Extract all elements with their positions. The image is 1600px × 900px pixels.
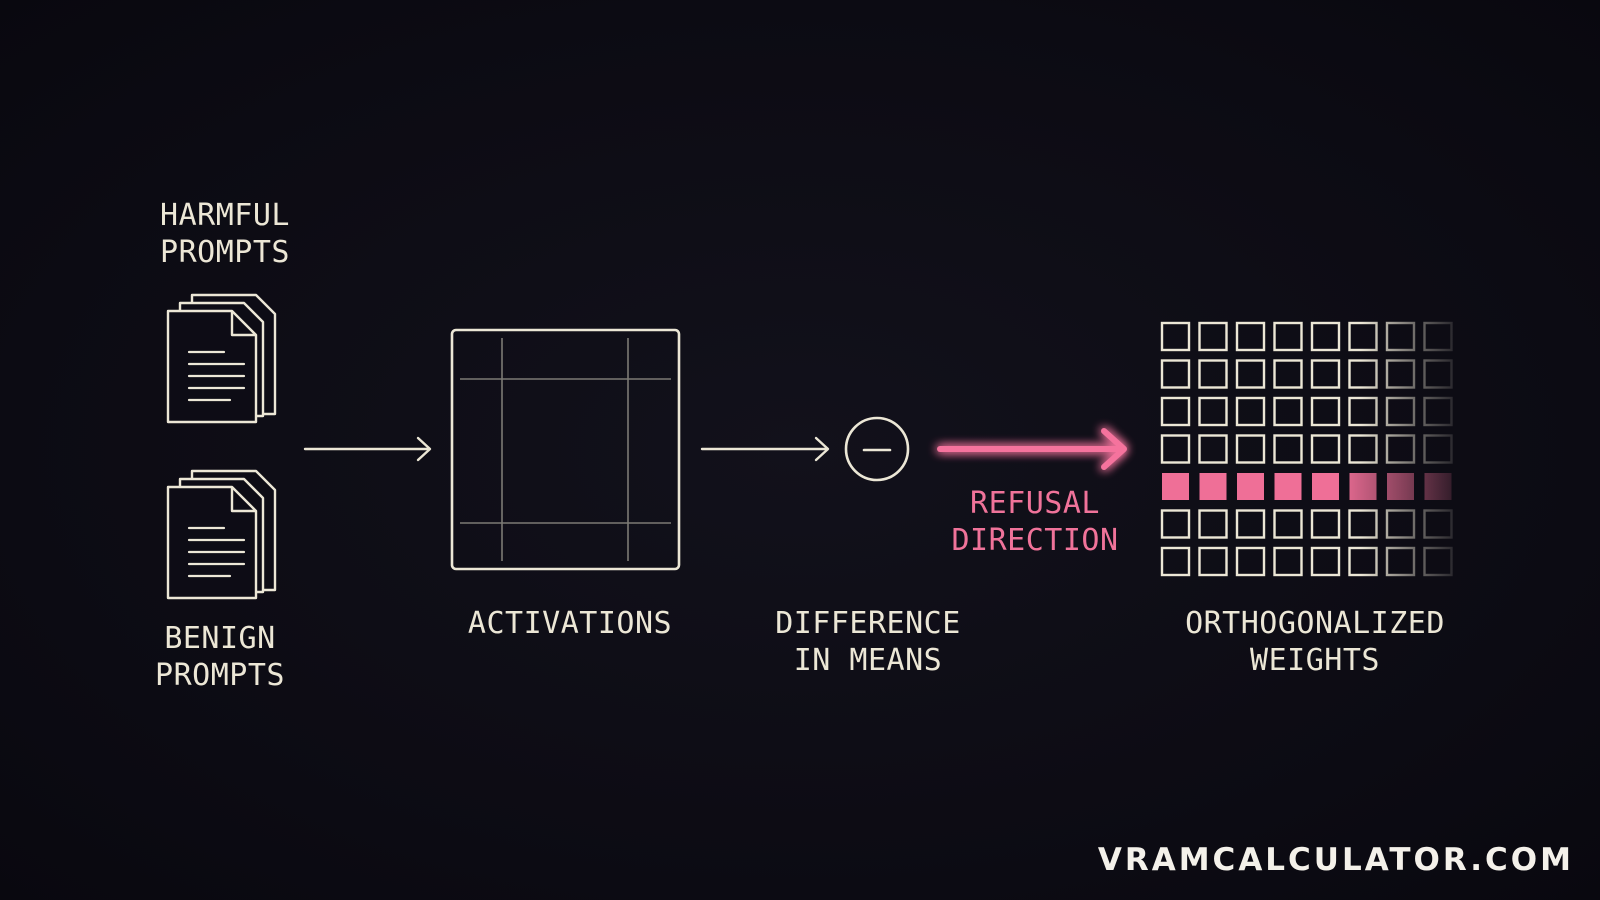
refusal-direction-arrow-icon [937, 428, 1127, 470]
weight-cell [1235, 546, 1266, 577]
weight-cell [1160, 396, 1191, 427]
weight-cell [1160, 359, 1191, 389]
weight-cell [1235, 359, 1266, 389]
weight-cell [1235, 321, 1266, 352]
weight-cell [1423, 509, 1453, 539]
weight-cell-highlighted [1387, 473, 1414, 500]
minus-circle-icon [844, 416, 910, 482]
difference-label-line-1: DIFFERENCE [775, 606, 961, 641]
benign-prompts-label: BENIGN PROMPTS [125, 620, 315, 694]
weight-cell [1273, 434, 1303, 464]
activations-matrix [450, 328, 681, 571]
weight-cell [1310, 509, 1341, 539]
weight-cell-highlighted [1237, 473, 1264, 500]
refusal-label-line-2: DIRECTION [951, 523, 1119, 558]
weight-cell-highlighted [1424, 473, 1452, 500]
weight-cell [1385, 509, 1416, 539]
weight-cell [1310, 434, 1341, 464]
weight-cell-highlighted [1199, 473, 1227, 500]
weight-cell [1198, 321, 1228, 352]
weight-cell [1160, 509, 1191, 539]
weights-label-line-1: ORTHOGONALIZED [1185, 606, 1445, 641]
weight-cell [1198, 434, 1228, 464]
harmful-prompts-label: HARMFUL PROMPTS [130, 197, 320, 271]
weight-cell [1273, 359, 1303, 389]
watermark: VRAMCALCULATOR.COM [1097, 842, 1574, 878]
harmful-label-line-2: PROMPTS [160, 235, 290, 270]
weight-cell-highlighted [1312, 473, 1339, 500]
weight-cell [1348, 434, 1378, 464]
harmful-label-line-1: HARMFUL [160, 198, 290, 233]
weight-cell-highlighted [1162, 473, 1189, 500]
weight-cell [1273, 509, 1303, 539]
weight-cell [1423, 321, 1453, 352]
activations-label-line-1: ACTIVATIONS [467, 606, 673, 641]
weight-cell-highlighted [1349, 473, 1377, 500]
weight-cell [1198, 396, 1228, 427]
weight-cell [1348, 359, 1378, 389]
weight-cell [1235, 396, 1266, 427]
refusal-label-line-1: REFUSAL [970, 486, 1100, 521]
benign-prompts-document-stack-icon [166, 469, 277, 600]
difference-in-means-label: DIFFERENCE IN MEANS [748, 605, 988, 679]
weight-cell [1198, 546, 1228, 577]
refusal-direction-label: REFUSAL DIRECTION [925, 485, 1145, 559]
weight-cell [1160, 321, 1191, 352]
weight-cell [1348, 321, 1378, 352]
weight-cell [1160, 546, 1191, 577]
weight-cell [1160, 434, 1191, 464]
weight-cell [1310, 359, 1341, 389]
weight-cell [1385, 546, 1416, 577]
weight-cell [1348, 546, 1378, 577]
weight-cell [1423, 434, 1453, 464]
weight-cell [1310, 321, 1341, 352]
weight-cell [1273, 396, 1303, 427]
weight-cell [1423, 359, 1453, 389]
weight-cell [1423, 396, 1453, 427]
orthogonalized-weights-grid [1160, 321, 1453, 577]
weight-cell [1385, 359, 1416, 389]
weight-cell [1310, 546, 1341, 577]
weight-cell [1385, 434, 1416, 464]
orthogonalized-weights-label: ORTHOGONALIZED WEIGHTS [1165, 605, 1465, 679]
activations-label: ACTIVATIONS [440, 605, 700, 642]
weights-label-line-2: WEIGHTS [1250, 643, 1380, 678]
weight-cell [1348, 396, 1378, 427]
benign-label-line-2: PROMPTS [155, 658, 285, 693]
weight-cell [1348, 509, 1378, 539]
arrow-right-icon [303, 436, 432, 462]
weight-cell [1198, 359, 1228, 389]
weight-cell-highlighted [1274, 473, 1302, 500]
weight-cell [1198, 509, 1228, 539]
harmful-prompts-document-stack-icon [166, 293, 277, 424]
weight-cell [1273, 321, 1303, 352]
weight-cell [1423, 546, 1453, 577]
arrow-right-icon [700, 436, 830, 462]
weight-cell [1385, 396, 1416, 427]
benign-label-line-1: BENIGN [164, 621, 276, 656]
weight-cell [1235, 434, 1266, 464]
weight-cell [1273, 546, 1303, 577]
weight-cell [1310, 396, 1341, 427]
weight-cell [1235, 509, 1266, 539]
weight-cell [1385, 321, 1416, 352]
difference-label-line-2: IN MEANS [793, 643, 943, 678]
